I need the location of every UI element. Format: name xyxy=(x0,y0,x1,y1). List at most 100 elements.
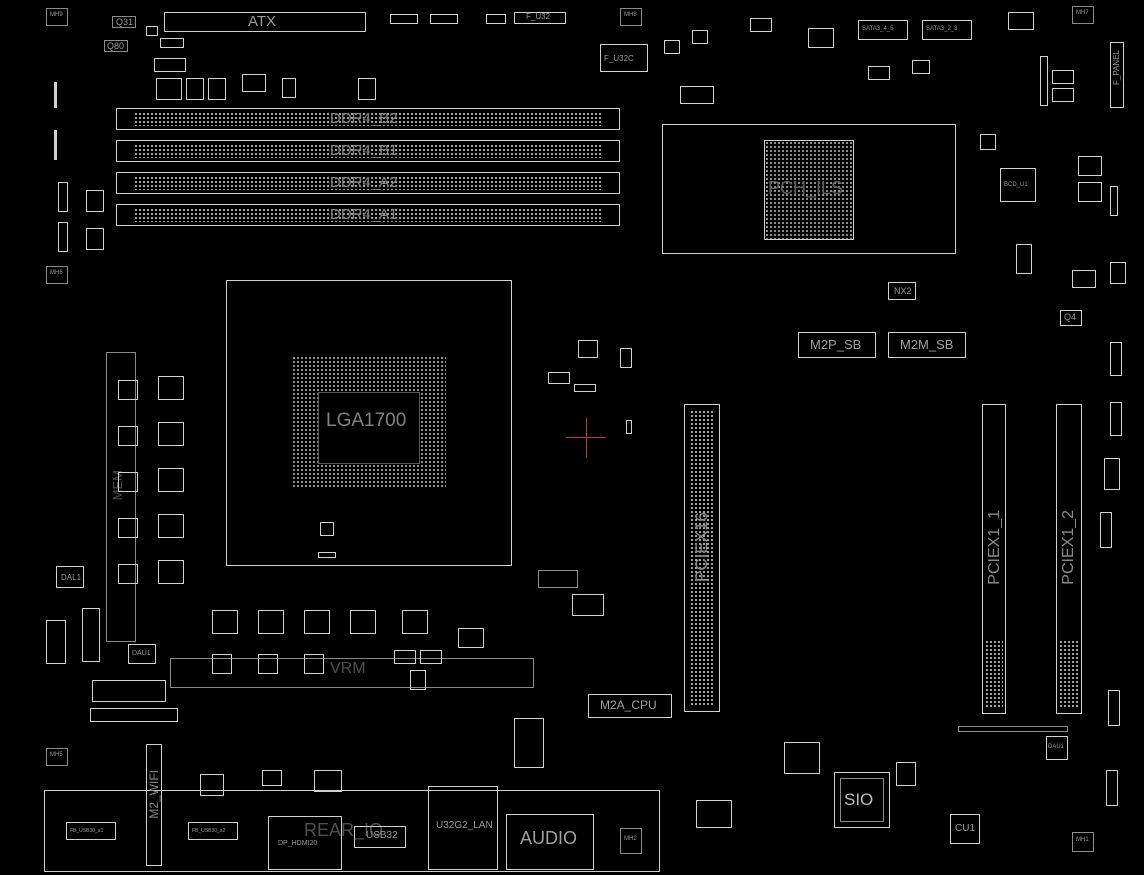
u32-label: F_U32 xyxy=(526,12,551,21)
ddr4-a1-label: DDR4_A1 xyxy=(330,206,398,223)
cpu-pin-cutout xyxy=(318,392,420,464)
usb-a2-label: FB_USB30_a2 xyxy=(192,828,226,834)
ddr4-b2-label: DDR4_B2 xyxy=(330,110,398,127)
component xyxy=(1040,56,1048,106)
dau1-chip-right xyxy=(1046,736,1068,760)
mounting-hole-mh8 xyxy=(620,8,642,26)
component xyxy=(58,222,68,252)
m2p-sb-slot xyxy=(798,332,876,358)
component xyxy=(282,78,296,98)
ddr4-pins xyxy=(134,176,602,190)
lan-port xyxy=(428,786,498,870)
component xyxy=(664,40,680,54)
mh5-label: MH5 xyxy=(50,752,63,758)
component xyxy=(82,608,100,662)
ddr4-a2-label: DDR4_A2 xyxy=(330,174,398,191)
pciex1-2-label: PCIEX1_2 xyxy=(1060,510,1077,585)
m2m-label: M2M_SB xyxy=(900,337,954,352)
vrm-choke xyxy=(158,422,184,446)
q80-label: Q80 xyxy=(107,41,125,51)
sata2-label: SATA3_2_3 xyxy=(926,26,958,32)
vrm-choke xyxy=(158,560,184,584)
component xyxy=(696,800,732,828)
dau1b-label: DAU1 xyxy=(1048,744,1065,750)
vrm-mosfet xyxy=(118,518,138,538)
sata1-label: SATA3_4_5 xyxy=(862,26,894,32)
q31-chip xyxy=(112,16,136,28)
component xyxy=(318,552,336,558)
component xyxy=(1078,182,1102,202)
component xyxy=(320,522,334,536)
component xyxy=(314,770,342,792)
pch-chip xyxy=(764,140,854,240)
m2a-label: M2A_CPU xyxy=(600,698,657,712)
vrm-choke xyxy=(158,514,184,538)
component xyxy=(620,348,632,368)
vrm-outline-left xyxy=(106,352,136,642)
f-panel-header xyxy=(1110,42,1124,108)
component xyxy=(896,762,916,786)
audio-label: AUDIO xyxy=(520,828,578,848)
usb-a2-connector xyxy=(188,822,238,840)
vrm-choke xyxy=(402,610,428,634)
mounting-hole-mh9 xyxy=(46,8,68,26)
component xyxy=(262,770,282,786)
component xyxy=(200,774,224,796)
pciex16-label: PCIEX16 xyxy=(692,512,711,582)
u32c-connector xyxy=(600,44,648,72)
dal1-chip xyxy=(56,566,84,588)
dal1-label: DAL1 xyxy=(61,573,82,582)
ddr4-pins xyxy=(134,144,602,158)
ddr4-slot-b1 xyxy=(116,140,620,162)
ddr4-b1-label: DDR4_B1 xyxy=(330,142,398,159)
pcie-latch-bar xyxy=(958,726,1068,732)
vrm-choke xyxy=(304,610,330,634)
pciex1-1-label: PCIEX1_1 xyxy=(986,510,1003,585)
component xyxy=(680,86,714,104)
component xyxy=(1008,12,1034,30)
u32c-label: F_U32C xyxy=(604,54,634,63)
component xyxy=(46,620,66,664)
sata-connector-2 xyxy=(922,20,972,40)
component xyxy=(1110,262,1126,284)
cpu-label: LGA1700 xyxy=(326,410,407,431)
crosshair-marker xyxy=(586,418,587,458)
component xyxy=(574,384,596,392)
q80-chip xyxy=(104,40,128,52)
q4-label: Q4 xyxy=(1064,312,1077,322)
component xyxy=(458,628,484,648)
component xyxy=(156,78,182,100)
lan-label: U32G2_LAN xyxy=(436,820,493,831)
component xyxy=(868,66,890,80)
m2p-label: M2P_SB xyxy=(810,337,862,352)
vrm-mosfet xyxy=(304,654,324,674)
component xyxy=(54,130,57,160)
component xyxy=(578,340,598,358)
usb-a1-connector xyxy=(66,822,116,840)
cpu-socket-outline xyxy=(226,280,512,566)
usb32-port xyxy=(354,826,406,848)
component xyxy=(1110,402,1122,436)
mh8-label: MH8 xyxy=(624,12,637,18)
vrm-mosfet xyxy=(258,654,278,674)
rear-io-outline xyxy=(44,790,660,872)
component xyxy=(1110,186,1118,216)
component xyxy=(514,718,544,768)
component xyxy=(548,372,570,384)
ddr4-slot-b2 xyxy=(116,108,620,130)
cu1-label: CU1 xyxy=(955,823,976,834)
sio-chip-inner xyxy=(840,778,884,822)
audio-port xyxy=(506,814,594,870)
ddr4-slot-a1 xyxy=(116,204,620,226)
component xyxy=(692,30,708,44)
spi-header xyxy=(1108,690,1120,726)
component xyxy=(784,742,820,774)
sata-connector-1 xyxy=(858,20,908,40)
atx-label: ATX xyxy=(248,13,277,30)
dp-hdmi-port xyxy=(268,816,342,870)
pciex16-pins xyxy=(690,410,714,706)
mounting-hole-mh7 xyxy=(1072,6,1094,24)
component xyxy=(394,650,416,664)
m2a-cpu-slot xyxy=(588,694,672,718)
vrm-outline-bottom xyxy=(170,658,534,688)
